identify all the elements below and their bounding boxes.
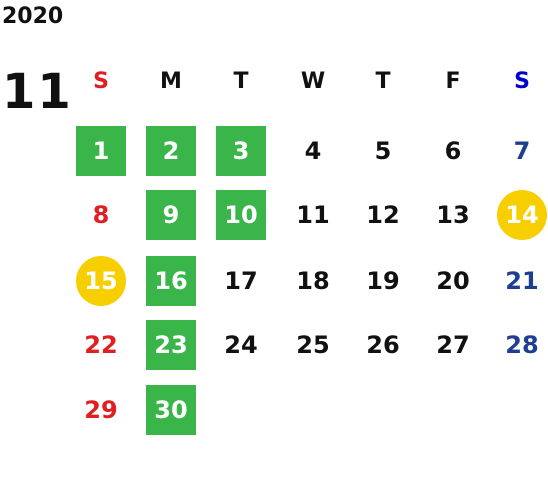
day-cell[interactable]: 19	[366, 267, 400, 295]
day-cell[interactable]: 14	[497, 190, 547, 240]
day-cell[interactable]: 25	[296, 331, 330, 359]
year-label: 2020	[2, 4, 64, 29]
day-cell[interactable]: 16	[146, 256, 196, 306]
weekday-header: T	[233, 68, 249, 94]
day-cell[interactable]: 24	[224, 331, 258, 359]
month-number: 11	[2, 64, 73, 120]
day-cell[interactable]: 15	[76, 256, 126, 306]
day-cell[interactable]: 18	[296, 267, 330, 295]
day-cell[interactable]: 20	[436, 267, 470, 295]
weekday-header: W	[300, 68, 326, 94]
day-cell[interactable]: 7	[513, 137, 531, 165]
day-cell[interactable]: 1	[76, 126, 126, 176]
weekday-header: M	[160, 68, 182, 94]
day-cell[interactable]: 5	[374, 137, 392, 165]
day-cell[interactable]: 28	[505, 331, 539, 359]
weekday-header: S	[514, 68, 530, 94]
day-cell[interactable]: 30	[146, 385, 196, 435]
day-cell[interactable]: 21	[505, 267, 539, 295]
day-cell[interactable]: 29	[84, 396, 118, 424]
day-cell[interactable]: 3	[216, 126, 266, 176]
day-cell[interactable]: 12	[366, 201, 400, 229]
day-cell[interactable]: 8	[92, 201, 110, 229]
day-cell[interactable]: 6	[444, 137, 462, 165]
day-cell[interactable]: 26	[366, 331, 400, 359]
weekday-header: S	[93, 68, 109, 94]
day-cell[interactable]: 27	[436, 331, 470, 359]
day-cell[interactable]: 17	[224, 267, 258, 295]
weekday-header: T	[375, 68, 391, 94]
day-cell[interactable]: 13	[436, 201, 470, 229]
weekday-header: F	[445, 68, 461, 94]
day-cell[interactable]: 11	[296, 201, 330, 229]
day-cell[interactable]: 22	[84, 331, 118, 359]
day-cell[interactable]: 4	[304, 137, 322, 165]
day-cell[interactable]: 23	[146, 320, 196, 370]
day-cell[interactable]: 9	[146, 190, 196, 240]
day-cell[interactable]: 10	[216, 190, 266, 240]
day-cell[interactable]: 2	[146, 126, 196, 176]
